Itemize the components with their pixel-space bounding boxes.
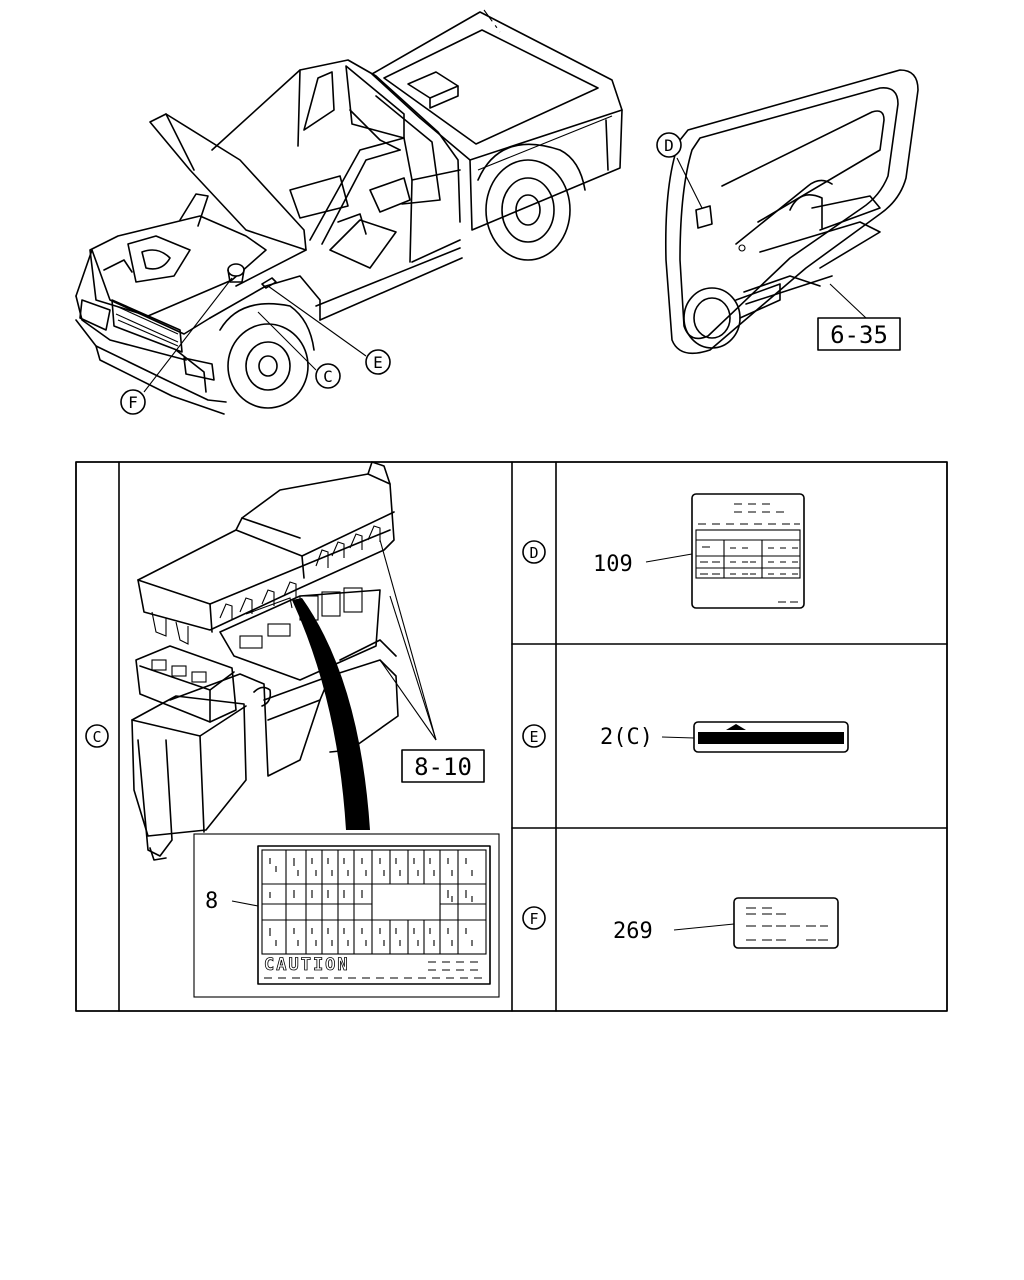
callout-d-row: D: [522, 540, 546, 564]
part-number-hood-label: 2(C): [600, 725, 653, 750]
ref-box-fuse-box: 8-10: [401, 749, 485, 783]
callout-c-row: C: [85, 724, 109, 748]
ref-box-fuse-box-label: 8-10: [414, 753, 472, 781]
ref-box-door-trim-label: 6-35: [830, 321, 888, 349]
fuse-grid: [261, 849, 487, 955]
pickup-truck-illustration: [75, 9, 623, 415]
caution-label-text: CAUTION: [264, 955, 350, 975]
callout-e-top: E: [365, 349, 391, 375]
door-trim-illustration: [664, 69, 919, 355]
callout-d-row-letter: D: [529, 544, 538, 562]
part-number-fuse-caution-label: 8: [205, 889, 218, 914]
callout-e-row: E: [522, 724, 546, 748]
callout-c-row-letter: C: [92, 728, 101, 746]
fuse-box-illustration: [131, 461, 437, 861]
caution-label-detail: CAUTION: [193, 833, 500, 998]
door-label-detail: [691, 493, 805, 609]
callout-d-top-letter: D: [664, 136, 674, 155]
callout-c-top-letter: C: [323, 367, 333, 386]
detail-table-frame: [75, 461, 948, 1012]
callout-f-row: F: [522, 906, 546, 930]
callout-d-top: D: [656, 132, 682, 158]
callout-f-top-letter: F: [128, 393, 138, 412]
callout-f-top: F: [120, 389, 146, 415]
part-number-engine-label: 269: [613, 919, 653, 944]
ref-box-door-trim: 6-35: [817, 317, 901, 351]
hood-label-detail: [693, 721, 849, 753]
callout-f-row-letter: F: [529, 910, 538, 928]
callout-c-top: C: [315, 363, 341, 389]
callout-e-row-letter: E: [529, 728, 538, 746]
callout-e-top-letter: E: [373, 353, 383, 372]
engine-label-detail: [733, 897, 839, 949]
part-number-door-label: 109: [593, 552, 633, 577]
